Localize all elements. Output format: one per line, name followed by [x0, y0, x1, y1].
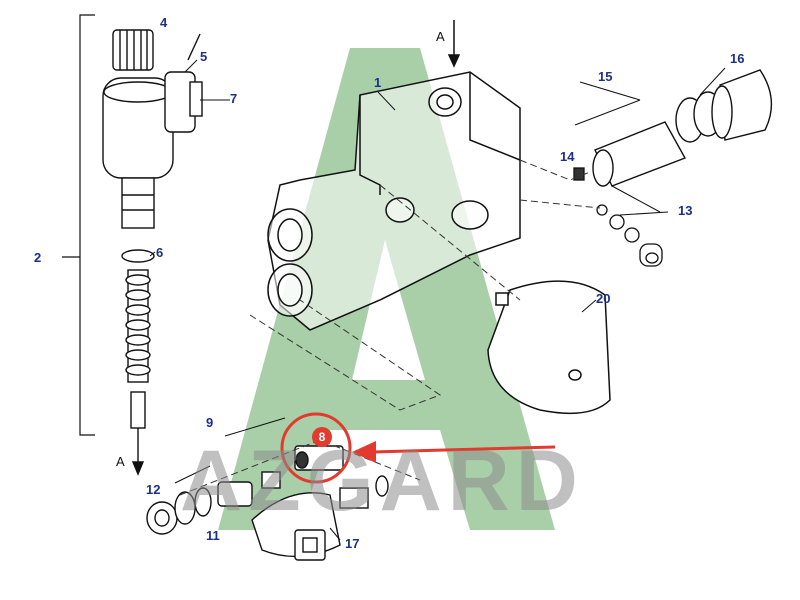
- fittings-parts-13-14: [573, 167, 663, 267]
- callout-13: 13: [678, 203, 693, 218]
- callout-14: 14: [560, 149, 575, 164]
- callout-1: 1: [374, 75, 382, 90]
- valve-body-manifold: [267, 20, 521, 331]
- callout-20: 20: [596, 291, 611, 306]
- callout-11: 11: [206, 528, 220, 543]
- bracket-part-2: [62, 14, 95, 436]
- lower-valve-assembly: [146, 445, 389, 561]
- callout-leaders: [149, 59, 726, 541]
- callout-7: 7: [230, 91, 238, 106]
- callout-16: 16: [730, 51, 745, 66]
- callout-2: 2: [34, 250, 42, 265]
- solenoid-cartridge-assembly: [102, 29, 203, 476]
- assembly-guide-lines: [179, 159, 601, 496]
- section-marker-top: A: [436, 29, 445, 44]
- callout-9: 9: [206, 415, 214, 430]
- watermark-brand-text: AZGARD: [180, 433, 584, 529]
- callout-17: 17: [345, 536, 360, 551]
- callout-12: 12: [146, 482, 161, 497]
- callout-5: 5: [200, 49, 208, 64]
- section-marker-left: A: [116, 454, 125, 469]
- callout-6: 6: [156, 245, 164, 260]
- highlight-part-number: 8: [312, 427, 332, 447]
- sleeve-parts-15-16: [592, 69, 773, 187]
- callout-15: 15: [598, 69, 613, 84]
- accumulator-part-20: [487, 280, 611, 415]
- highlight-red-marker: [280, 412, 556, 484]
- callout-4: 4: [160, 15, 168, 30]
